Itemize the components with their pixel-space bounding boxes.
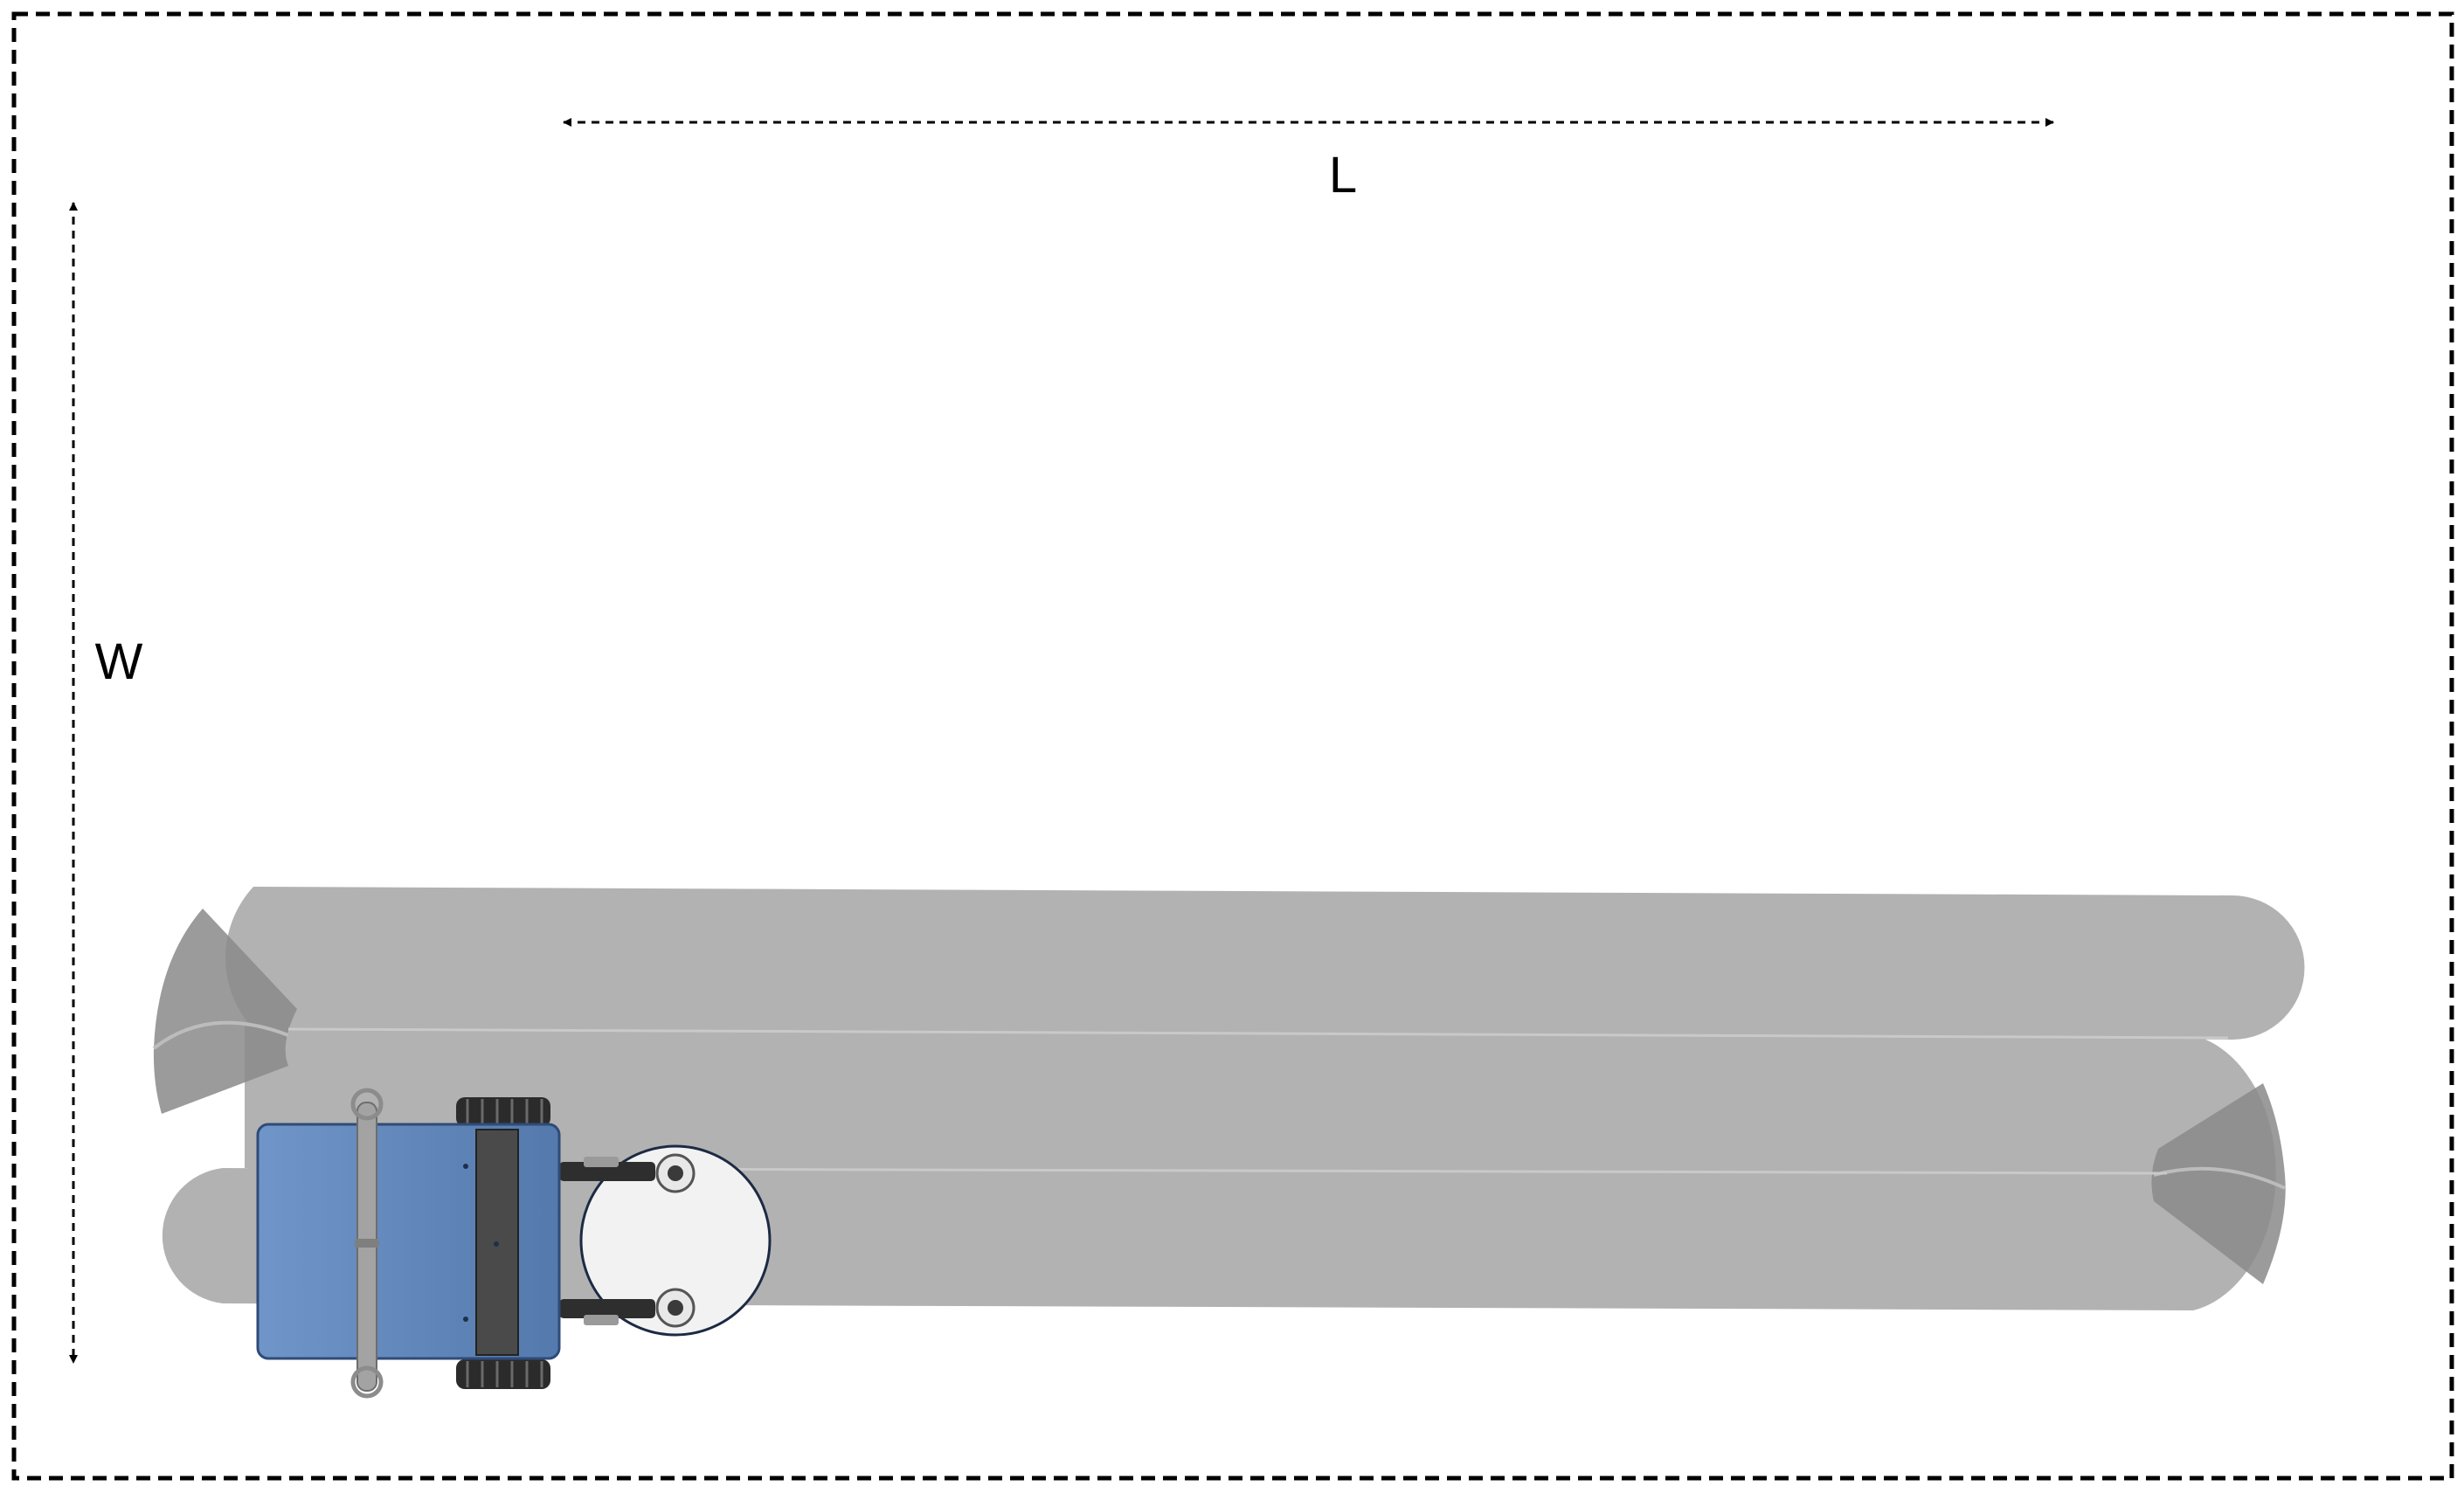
swath-separator-upper (287, 1027, 2229, 1040)
robot-handle (350, 1088, 384, 1399)
field-boundary (11, 11, 2454, 1481)
right-turn-overlap (2151, 1083, 2286, 1284)
cutter-hub-top (655, 1153, 696, 1193)
robot (256, 1088, 772, 1399)
swath-top (225, 887, 2305, 1040)
bottom-wheel (456, 1359, 550, 1389)
cutter-hub-bottom (655, 1288, 696, 1328)
length-label: L (1329, 147, 1357, 204)
right-turn-seam (2153, 1166, 2286, 1190)
top-wheel (456, 1097, 550, 1127)
body-bolts (463, 1164, 499, 1322)
left-turn-seam (152, 1020, 289, 1050)
left-turn-overlap (153, 909, 297, 1114)
width-label: W (95, 633, 143, 690)
cutter-arms (559, 1157, 655, 1325)
cutter-disc (579, 1144, 772, 1337)
